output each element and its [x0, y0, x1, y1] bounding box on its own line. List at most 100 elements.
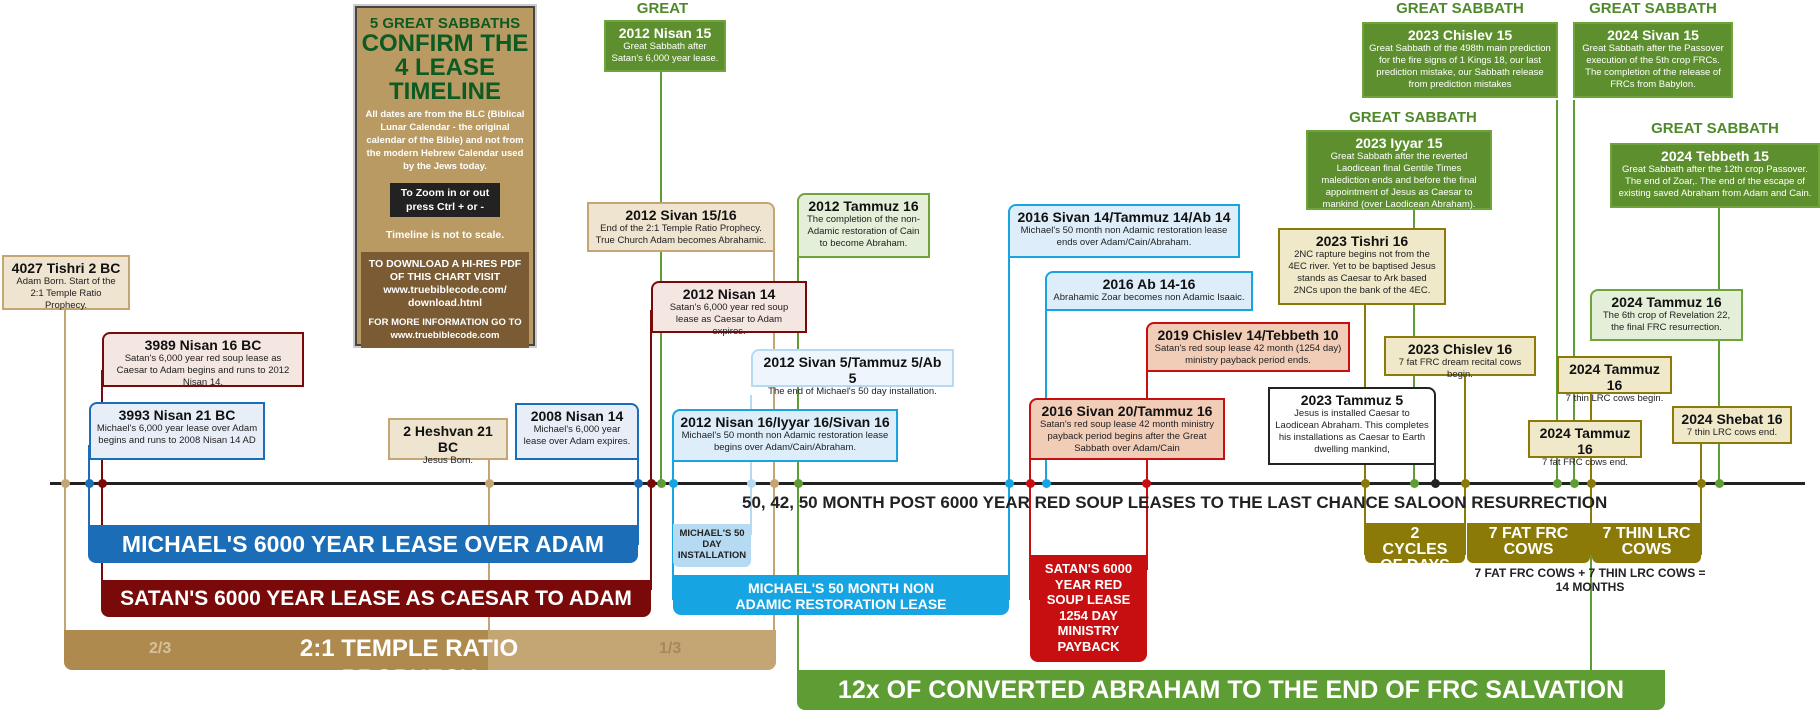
event-desc: 7 fat FRC cows end.	[1541, 457, 1629, 468]
event-title: 2012 Sivan 5/Tammuz 5/Ab 5	[763, 354, 942, 386]
event-desc: The 6th crop of Revelation 22, the final…	[1602, 310, 1731, 333]
event-title: 2012 Nisan 14	[682, 286, 776, 302]
connector-line	[1573, 100, 1575, 485]
event-desc: Michael's 50 month non Adamic restoratio…	[681, 430, 889, 453]
event-dot	[1553, 479, 1562, 488]
cows-sum-note: 7 FAT FRC COWS + 7 THIN LRC COWS = 14 MO…	[1474, 566, 1706, 594]
seven-fat-cows-bar: 7 FAT FRC COWS	[1467, 523, 1590, 563]
event-card: 2012 Sivan 5/Tammuz 5/Ab 5 The end of Mi…	[751, 349, 954, 397]
connector-line	[660, 70, 662, 485]
converted-abraham-bar: 12x OF CONVERTED ABRAHAM TO THE END OF F…	[797, 670, 1665, 710]
connector-line	[1434, 460, 1436, 485]
event-title: 4027 Tishri 2 BC	[11, 260, 121, 276]
event-card: 2012 Nisan 14 Satan's 6,000 year red sou…	[651, 281, 807, 337]
event-card: 2023 Chislev 16 7 fat FRC dream recital …	[1384, 336, 1536, 380]
scale-note: Timeline is not to scale.	[385, 229, 505, 241]
event-desc: Adam Born. Start of the 2:1 Temple Ratio…	[16, 276, 116, 311]
event-desc: The completion of the non-Adamic restora…	[806, 214, 920, 249]
event-title: 2012 Tammuz 16	[808, 198, 919, 214]
event-dot	[1005, 479, 1014, 488]
event-title: 2023 Chislev 15	[1407, 27, 1513, 43]
event-title: 2023 Tishri 16	[1315, 233, 1409, 249]
calendar-note: All dates are from the BLC (Biblical Lun…	[365, 109, 525, 172]
event-dot	[1410, 479, 1419, 488]
event-dot	[98, 479, 107, 488]
event-dot	[85, 479, 94, 488]
event-desc: Satan's 6,000 year red soup lease as Cae…	[116, 353, 290, 388]
event-desc: Great Sabbath after the Passover executi…	[1582, 43, 1724, 90]
event-dot	[1431, 479, 1440, 488]
event-desc: Jesus is installed Caesar to Laodicean A…	[1275, 408, 1429, 455]
event-card: 2024 Tammuz 16 7 fat FRC cows end.	[1528, 420, 1642, 468]
event-card: 2024 Tammuz 16 The 6th crop of Revelatio…	[1590, 289, 1743, 341]
event-dot	[1570, 479, 1579, 488]
connector-line	[1718, 205, 1720, 485]
great-sabbath-label: GREAT SABBATH	[1589, 0, 1717, 17]
event-desc: 7 thin LRC cows end.	[1686, 427, 1778, 438]
event-dot	[1042, 479, 1051, 488]
seven-thin-cows-bar: 7 THIN LRC COWS	[1592, 523, 1701, 563]
event-desc: Michael's 6,000 year lease over Adam exp…	[523, 424, 631, 447]
event-title: 2016 Sivan 20/Tammuz 16	[1041, 403, 1213, 419]
event-card: 3989 Nisan 16 BC Satan's 6,000 year red …	[102, 332, 304, 388]
event-title: 2024 Sivan 15	[1607, 27, 1699, 43]
zoom-hint: To Zoom in or out press Ctrl + or -	[390, 183, 500, 217]
connector-line	[64, 270, 66, 645]
event-card: 3993 Nisan 21 BC Michael's 6,000 year le…	[89, 402, 265, 460]
info-title-line3: 4 LEASE	[394, 54, 496, 81]
event-title: 2023 Chislev 16	[1407, 341, 1513, 357]
axis-caption: 50, 42, 50 MONTH POST 6000 YEAR RED SOUP…	[742, 493, 1608, 512]
event-dot	[485, 479, 494, 488]
event-card: 2023 Tishri 16 2NC rapture begins not fr…	[1278, 228, 1446, 305]
event-desc: The end of Michael's 50 day installation…	[768, 386, 937, 397]
more-info-link-text[interactable]: FOR MORE INFORMATION GO TO www.truebible…	[368, 317, 522, 341]
event-title: 2012 Nisan 15	[618, 25, 712, 41]
event-desc: 7 thin LRC cows begin.	[1565, 393, 1664, 404]
info-box: 5 GREAT SABBATHS CONFIRM THE 4 LEASE TIM…	[355, 6, 535, 348]
event-dot	[669, 479, 678, 488]
great-sabbath-card: 2012 Nisan 15 Great Sabbath after Satan'…	[604, 20, 726, 72]
event-dot	[1587, 479, 1596, 488]
event-desc: Great Sabbath after the reverted Laodice…	[1321, 151, 1477, 210]
event-desc: Satan's red soup lease 42 month (1254 da…	[1154, 343, 1342, 366]
event-title: 2024 Tammuz 16	[1569, 361, 1660, 393]
event-desc: 2NC rapture begins not from the 4EC rive…	[1288, 249, 1436, 296]
event-desc: Jesus Born.	[422, 455, 474, 466]
event-dot	[770, 479, 779, 488]
connector-line	[1464, 375, 1466, 555]
connector-line	[1045, 305, 1047, 485]
event-title: 3993 Nisan 21 BC	[118, 407, 236, 423]
event-title: 2023 Iyyar 15	[1355, 135, 1443, 151]
event-dot	[1361, 479, 1370, 488]
connector-line	[88, 445, 90, 545]
connector-line	[797, 250, 799, 680]
two-cycles-bar: 2 CYCLES OF DAYS	[1365, 523, 1465, 574]
connector-line	[750, 395, 752, 535]
one-third-label: 1/3	[659, 640, 682, 657]
event-card: 2008 Nisan 14 Michael's 6,000 year lease…	[515, 403, 639, 460]
event-title: 2024 Shebat 16	[1681, 411, 1783, 427]
info-title-line2: CONFIRM THE	[361, 30, 529, 57]
connector-line	[650, 310, 652, 590]
connector-line	[1029, 460, 1031, 600]
great-sabbath-label: GREAT SABBATH	[1396, 0, 1524, 17]
event-title: 2012 Nisan 16/Iyyar 16/Sivan 16	[680, 414, 890, 430]
event-dot	[634, 479, 643, 488]
event-dot	[747, 479, 756, 488]
timeline-axis	[50, 482, 1805, 485]
info-title-line4: TIMELINE	[389, 78, 501, 105]
connector-line	[1590, 390, 1592, 555]
event-card: 2016 Sivan 20/Tammuz 16 Satan's red soup…	[1029, 398, 1225, 460]
download-panel: TO DOWNLOAD A HI-RES PDF OF THIS CHART V…	[361, 252, 529, 348]
event-dot	[1026, 479, 1035, 488]
event-title: 2008 Nisan 14	[530, 408, 624, 424]
event-title: 2019 Chislev 14/Tebbeth 10	[1157, 327, 1339, 343]
event-dot	[1142, 479, 1151, 488]
great-sabbath-label: GREAT SABBATH	[1651, 120, 1779, 137]
event-card: 2012 Sivan 15/16 End of the 2:1 Temple R…	[587, 202, 775, 252]
download-link-text[interactable]: TO DOWNLOAD A HI-RES PDF OF THIS CHART V…	[368, 258, 522, 309]
event-dot	[647, 479, 656, 488]
event-card: 2016 Ab 14-16 Abrahamic Zoar becomes non…	[1045, 271, 1253, 311]
event-card: 2012 Nisan 16/Iyyar 16/Sivan 16 Michael'…	[672, 409, 898, 462]
